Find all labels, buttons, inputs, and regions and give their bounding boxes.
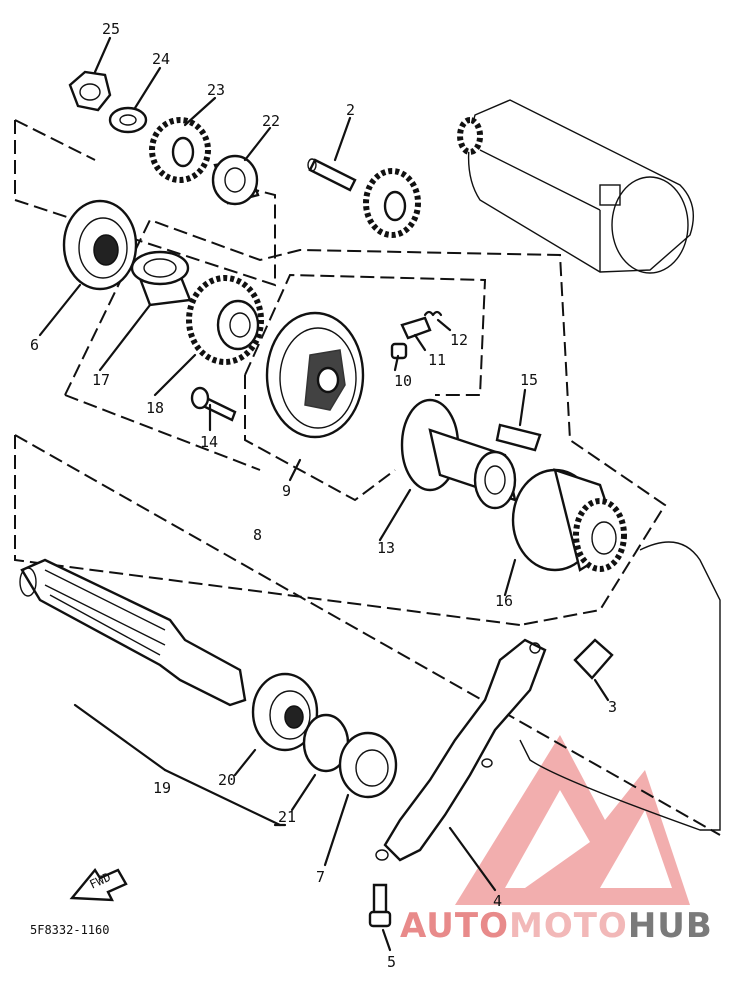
clutch-body-13	[400, 398, 517, 510]
bolt-14	[190, 386, 237, 422]
pin-2	[307, 158, 357, 192]
callout-23: 23	[207, 81, 225, 99]
callouts: 25 24 23 22 2 6 17 18 14 10 11 12 15 9 8…	[30, 20, 617, 971]
sleeve-17	[130, 250, 192, 307]
key-15	[495, 423, 542, 452]
watermark-text: AUTOMOTOHUB	[400, 906, 713, 946]
group-outlines	[14, 119, 721, 836]
callout-4: 4	[493, 892, 502, 910]
gear-23	[149, 117, 211, 183]
gear-16	[511, 468, 627, 572]
callout-18: 18	[146, 399, 164, 417]
callout-8: 8	[253, 526, 262, 544]
idler-gear	[363, 168, 421, 238]
callout-22: 22	[262, 112, 280, 130]
callout-3: 3	[608, 698, 617, 716]
roller-set	[390, 310, 443, 360]
callout-13: 13	[377, 539, 395, 557]
callout-21: 21	[278, 808, 296, 826]
collar-22	[211, 154, 260, 206]
bearing-6	[62, 199, 138, 291]
watermark-hub: HUB	[628, 906, 713, 946]
callout-9: 9	[282, 482, 291, 500]
callout-19: 19	[153, 779, 171, 797]
starter-motor	[457, 99, 694, 274]
clutch-housing-9	[265, 311, 365, 439]
callout-11: 11	[428, 351, 446, 369]
callout-2: 2	[346, 101, 355, 119]
callout-15: 15	[520, 371, 538, 389]
plate-4	[375, 638, 547, 862]
callout-14: 14	[200, 433, 218, 451]
callout-24: 24	[152, 50, 170, 68]
callout-20: 20	[218, 771, 236, 789]
fwd-arrow-icon: FWD	[69, 867, 128, 902]
dowel-3	[573, 638, 614, 680]
shaft-19	[19, 558, 247, 707]
callout-25: 25	[102, 20, 120, 38]
leader-lines	[38, 36, 610, 952]
svg-text:AUTOMOTOHUB: AUTOMOTOHUB	[400, 906, 713, 946]
bolt-5	[368, 883, 392, 928]
callout-16: 16	[495, 592, 513, 610]
callout-17: 17	[92, 371, 110, 389]
watermark-logo	[455, 735, 690, 905]
callout-10: 10	[394, 372, 412, 390]
callout-7: 7	[316, 868, 325, 886]
bearing-20	[251, 672, 319, 752]
seal-7	[338, 731, 398, 799]
diagram-code: 5F8332-1160	[30, 923, 109, 937]
washer-24	[108, 106, 148, 134]
callout-6: 6	[30, 336, 39, 354]
watermark-auto: AUTO	[400, 906, 509, 946]
watermark-moto: MOTO	[509, 906, 628, 946]
gear-18	[186, 275, 264, 365]
callout-5: 5	[387, 953, 396, 971]
callout-12: 12	[450, 331, 468, 349]
cover-outline	[519, 541, 721, 831]
nut-25	[68, 70, 112, 112]
